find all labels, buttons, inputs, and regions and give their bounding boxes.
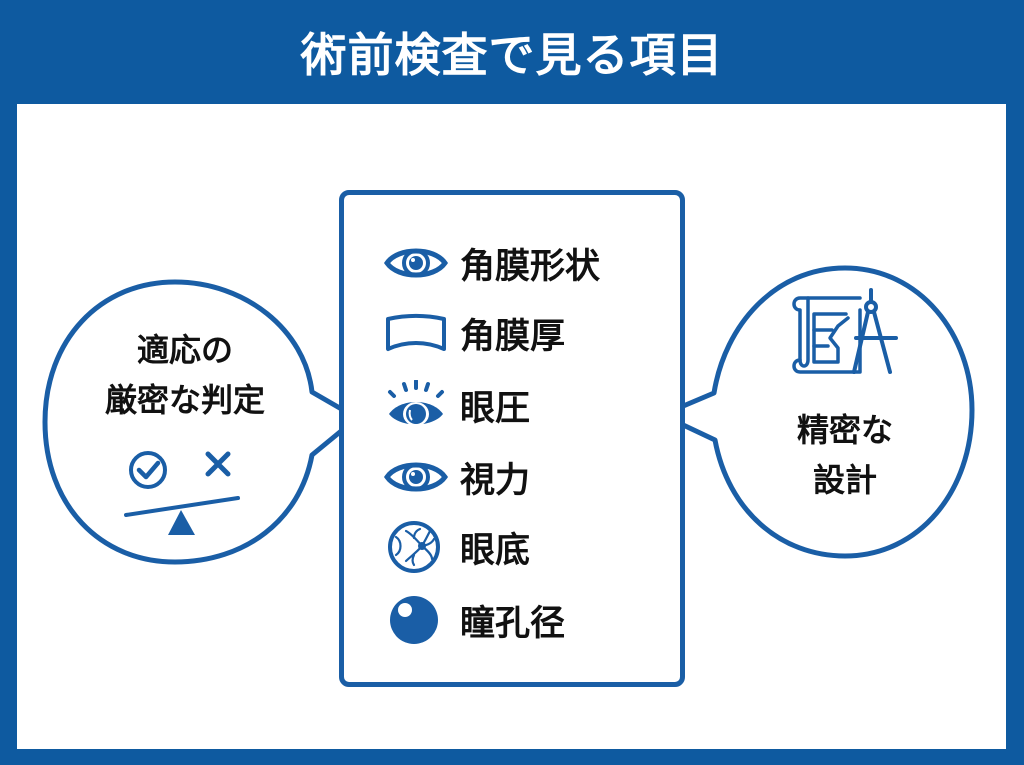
right-bubble-line2: 設計 <box>812 461 877 499</box>
list-item-label: 眼底 <box>460 530 531 571</box>
eye-icon <box>384 447 454 507</box>
list-item-corneal-topography: 角膜形状 <box>384 233 600 293</box>
left-bubble-line1: 適応の <box>136 331 233 369</box>
retina-fundus-icon <box>384 517 454 577</box>
list-item-label: 角膜厚 <box>460 316 566 357</box>
list-item-corneal-thickness: 角膜厚 <box>384 303 565 363</box>
cornea-curve-icon <box>384 303 454 363</box>
eye-icon <box>384 233 454 293</box>
list-item-label: 瞳孔径 <box>460 603 566 644</box>
list-item-fundus: 眼底 <box>384 517 530 577</box>
list-item-label: 眼圧 <box>460 388 531 429</box>
list-item-label: 角膜形状 <box>460 246 601 287</box>
pupil-circle-icon <box>384 590 454 650</box>
blueprint-compass-icon <box>792 288 898 374</box>
list-item-intraocular-pressure: 眼圧 <box>384 375 530 435</box>
cross-icon <box>205 451 231 477</box>
page-title: 術前検査で見る項目 <box>300 28 724 82</box>
right-bubble-line1: 精密な <box>796 411 893 449</box>
left-bubble-line2: 厳密な判定 <box>104 381 265 419</box>
list-item-visual-acuity: 視力 <box>384 447 530 507</box>
right-bubble-text: 精密な 設計 <box>740 405 950 505</box>
left-bubble-text: 適応の 厳密な判定 <box>70 325 300 425</box>
list-item-label: 視力 <box>460 460 531 501</box>
list-item-pupil-diameter: 瞳孔径 <box>384 590 565 650</box>
eye-with-lashes-icon <box>384 375 454 435</box>
exam-items-box: 角膜形状 角膜厚 <box>339 190 685 687</box>
check-circle-icon <box>129 451 167 489</box>
balance-scale-icon <box>124 451 240 535</box>
